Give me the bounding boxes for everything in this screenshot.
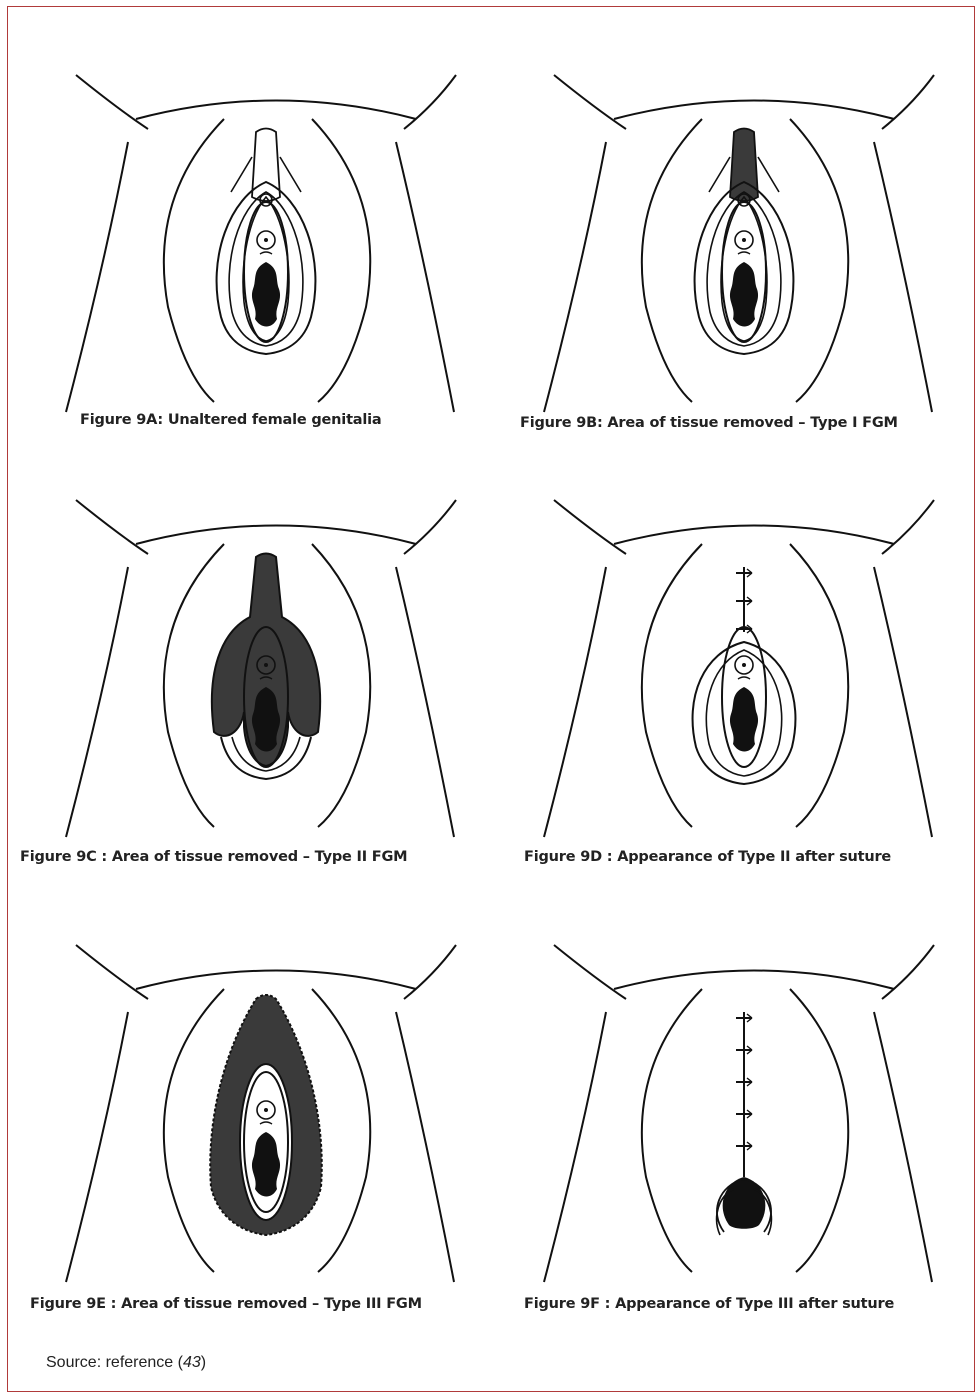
- source-suffix: ): [201, 1354, 206, 1371]
- figure-9b-drawing: [534, 57, 954, 427]
- figure-9e-caption: Figure 9E : Area of tissue removed – Typ…: [30, 1296, 422, 1312]
- source-reference-number: 43: [183, 1354, 201, 1371]
- figure-9a-drawing: [56, 57, 476, 427]
- figure-9b-illustration: [534, 57, 974, 497]
- figure-9d-caption: Figure 9D : Appearance of Type II after …: [524, 849, 891, 865]
- figure-9f-drawing: [534, 927, 954, 1297]
- figure-9a-illustration: [56, 57, 496, 497]
- source-prefix: Source: reference (: [46, 1354, 183, 1371]
- figure-9b-caption: Figure 9B: Area of tissue removed – Type…: [520, 415, 898, 431]
- figure-9d-drawing: [534, 482, 954, 852]
- figure-9c-drawing: [56, 482, 476, 852]
- figure-9f-caption: Figure 9F : Appearance of Type III after…: [524, 1296, 894, 1312]
- figure-9a-caption: Figure 9A: Unaltered female genitalia: [80, 412, 382, 428]
- source-note: Source: reference (43): [46, 1354, 206, 1372]
- figure-9e-drawing: [56, 927, 476, 1297]
- figure-frame: Figure 9A: Unaltered female genitalia Fi…: [7, 6, 975, 1392]
- figure-9c-caption: Figure 9C : Area of tissue removed – Typ…: [20, 849, 407, 865]
